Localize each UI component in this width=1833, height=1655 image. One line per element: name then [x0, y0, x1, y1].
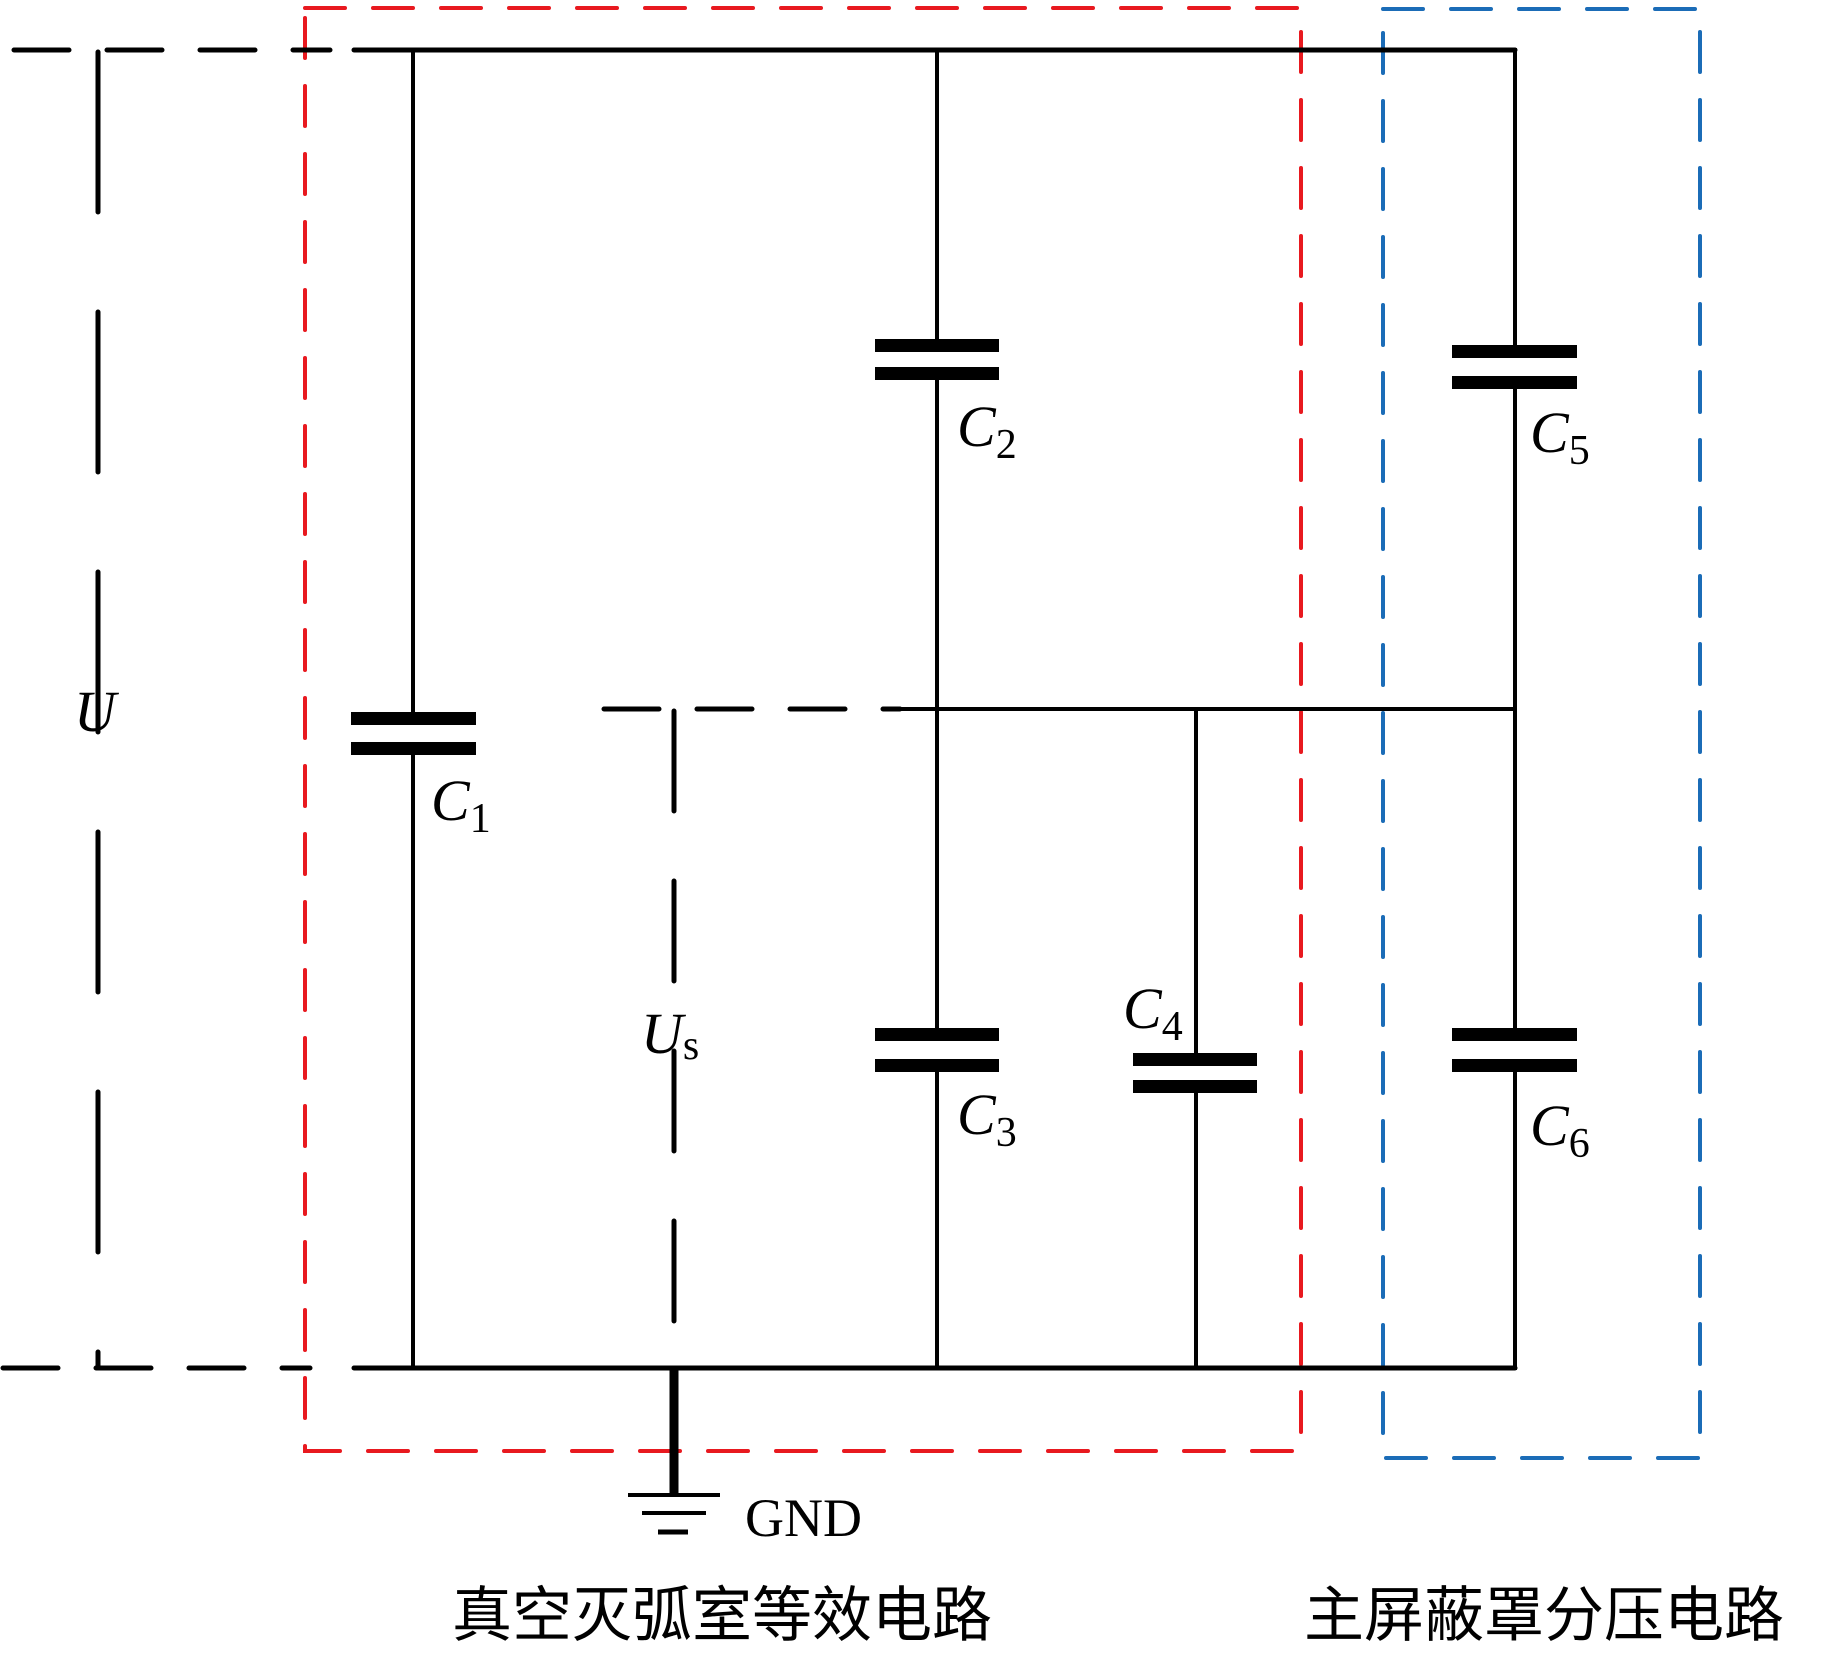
caption-equivalent-circuit: 真空灭弧室等效电路	[452, 1583, 992, 1649]
voltage-u-label: U	[74, 679, 120, 744]
capacitor-c1-label: C1	[431, 768, 491, 842]
capacitor-c2-plate-bottom	[875, 367, 999, 380]
capacitor-c5-plate-bottom	[1452, 376, 1577, 389]
capacitor-c1-plate-bottom	[351, 742, 476, 755]
capacitor-c1-plate-top	[351, 712, 476, 725]
capacitor-c6-plate-top	[1452, 1028, 1577, 1041]
capacitor-c5-plate-top	[1452, 345, 1577, 358]
capacitor-c5-label: C5	[1530, 400, 1590, 474]
capacitor-c4-plate-bottom	[1133, 1080, 1257, 1093]
capacitor-c2-plate-top	[875, 339, 999, 352]
capacitor-c4-plate-top	[1133, 1053, 1257, 1066]
voltage-us-label: Us	[641, 1001, 699, 1069]
equivalent-circuit-box	[303, 6, 1303, 1453]
capacitor-c3-label: C3	[957, 1082, 1017, 1156]
capacitor-c2-label: C2	[957, 394, 1017, 468]
ground-label: GND	[745, 1488, 862, 1548]
capacitor-c4-label: C4	[1123, 976, 1183, 1050]
capacitor-c3-plate-top	[875, 1028, 999, 1041]
caption-shield-divider: 主屏蔽罩分压电路	[1304, 1583, 1784, 1649]
capacitor-c6-label: C6	[1530, 1093, 1590, 1167]
capacitor-c3-plate-bottom	[875, 1059, 999, 1072]
capacitor-c6-plate-bottom	[1452, 1059, 1577, 1072]
shield-divider-box	[1381, 7, 1702, 1460]
